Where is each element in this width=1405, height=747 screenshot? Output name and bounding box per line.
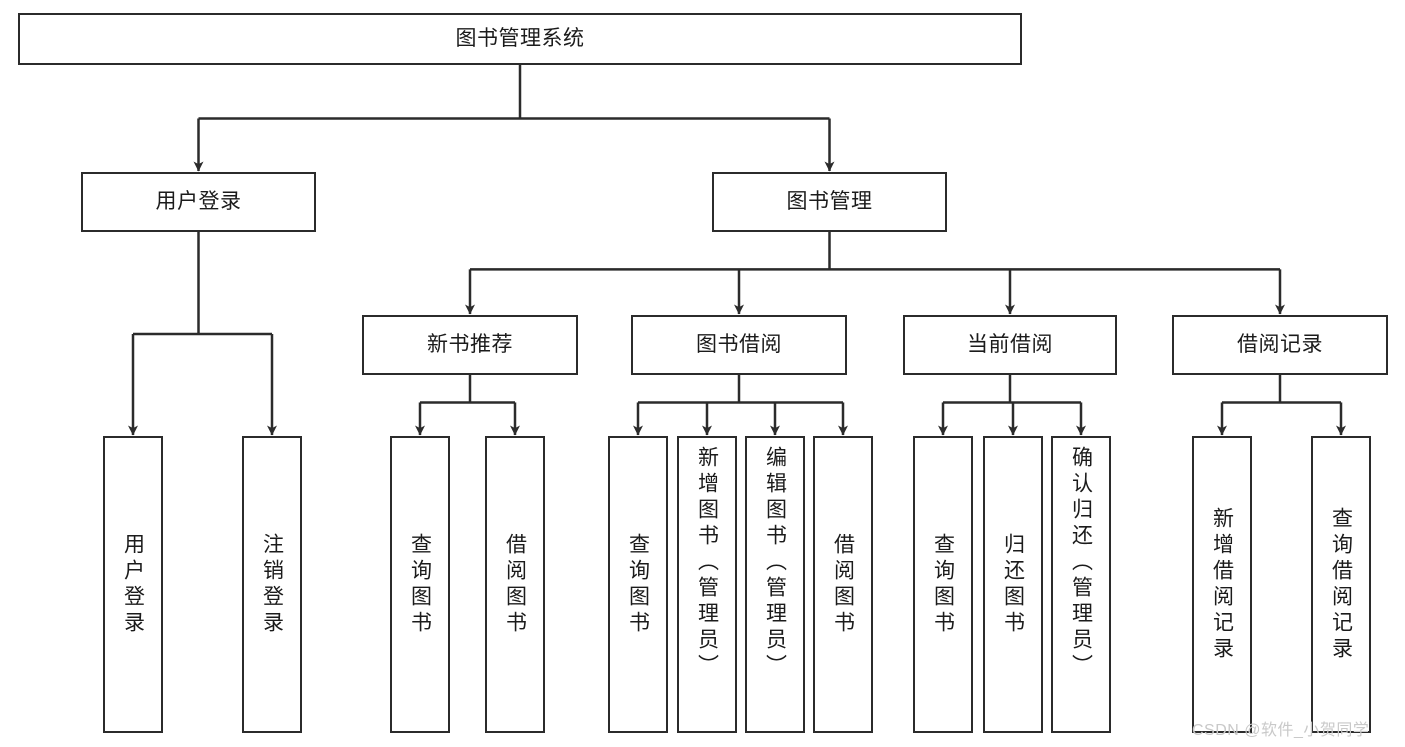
node-label: 借阅记录 xyxy=(1237,332,1323,356)
node-leaf-query-book-1[interactable]: 查询图书 xyxy=(390,436,450,733)
node-label: 借阅图书 xyxy=(503,532,527,637)
node-l2-user-login[interactable]: 用户登录 xyxy=(81,172,316,232)
node-leaf-edit-book[interactable]: 编辑图书（管理员） xyxy=(745,436,805,733)
node-leaf-borrow-book-1[interactable]: 借阅图书 xyxy=(485,436,545,733)
node-l3-current-borrow[interactable]: 当前借阅 xyxy=(903,315,1117,375)
node-label: 当前借阅 xyxy=(967,332,1053,356)
node-label: 新增图书（管理员） xyxy=(695,446,719,680)
node-label: 编辑图书（管理员） xyxy=(763,446,787,680)
node-label: 图书管理系统 xyxy=(455,26,585,50)
connector-lines xyxy=(128,65,1346,436)
node-leaf-user-login[interactable]: 用户登录 xyxy=(103,436,163,733)
node-label: 用户登录 xyxy=(121,532,145,637)
node-leaf-logout[interactable]: 注销登录 xyxy=(242,436,302,733)
node-leaf-query-book-3[interactable]: 查询图书 xyxy=(913,436,973,733)
node-label: 查询借阅记录 xyxy=(1329,506,1353,663)
node-label: 归还图书 xyxy=(1001,532,1025,637)
node-label: 新书推荐 xyxy=(427,332,513,356)
node-l2-book-mgmt[interactable]: 图书管理 xyxy=(712,172,947,232)
node-leaf-add-book[interactable]: 新增图书（管理员） xyxy=(677,436,737,733)
node-label: 查询图书 xyxy=(408,532,432,637)
node-label: 图书借阅 xyxy=(696,332,782,356)
node-label: 图书管理 xyxy=(786,189,873,213)
node-l3-new-book-rec[interactable]: 新书推荐 xyxy=(362,315,578,375)
node-label: 确认归还（管理员） xyxy=(1069,446,1093,680)
node-label: 查询图书 xyxy=(626,532,650,637)
node-leaf-add-record[interactable]: 新增借阅记录 xyxy=(1192,436,1252,733)
node-l3-borrow-record[interactable]: 借阅记录 xyxy=(1172,315,1388,375)
node-l3-book-borrow[interactable]: 图书借阅 xyxy=(631,315,847,375)
node-leaf-confirm-return[interactable]: 确认归还（管理员） xyxy=(1051,436,1111,733)
node-leaf-query-book-2[interactable]: 查询图书 xyxy=(608,436,668,733)
node-root[interactable]: 图书管理系统 xyxy=(18,13,1022,65)
node-leaf-return-book[interactable]: 归还图书 xyxy=(983,436,1043,733)
node-label: 用户登录 xyxy=(155,189,242,213)
node-leaf-borrow-book-2[interactable]: 借阅图书 xyxy=(813,436,873,733)
node-label: 新增借阅记录 xyxy=(1210,506,1234,663)
node-label: 借阅图书 xyxy=(831,532,855,637)
node-label: 查询图书 xyxy=(931,532,955,637)
csdn-watermark: CSDN @软件_小贺同学 xyxy=(1192,722,1370,739)
node-label: 注销登录 xyxy=(260,532,284,637)
node-leaf-query-record[interactable]: 查询借阅记录 xyxy=(1311,436,1371,733)
